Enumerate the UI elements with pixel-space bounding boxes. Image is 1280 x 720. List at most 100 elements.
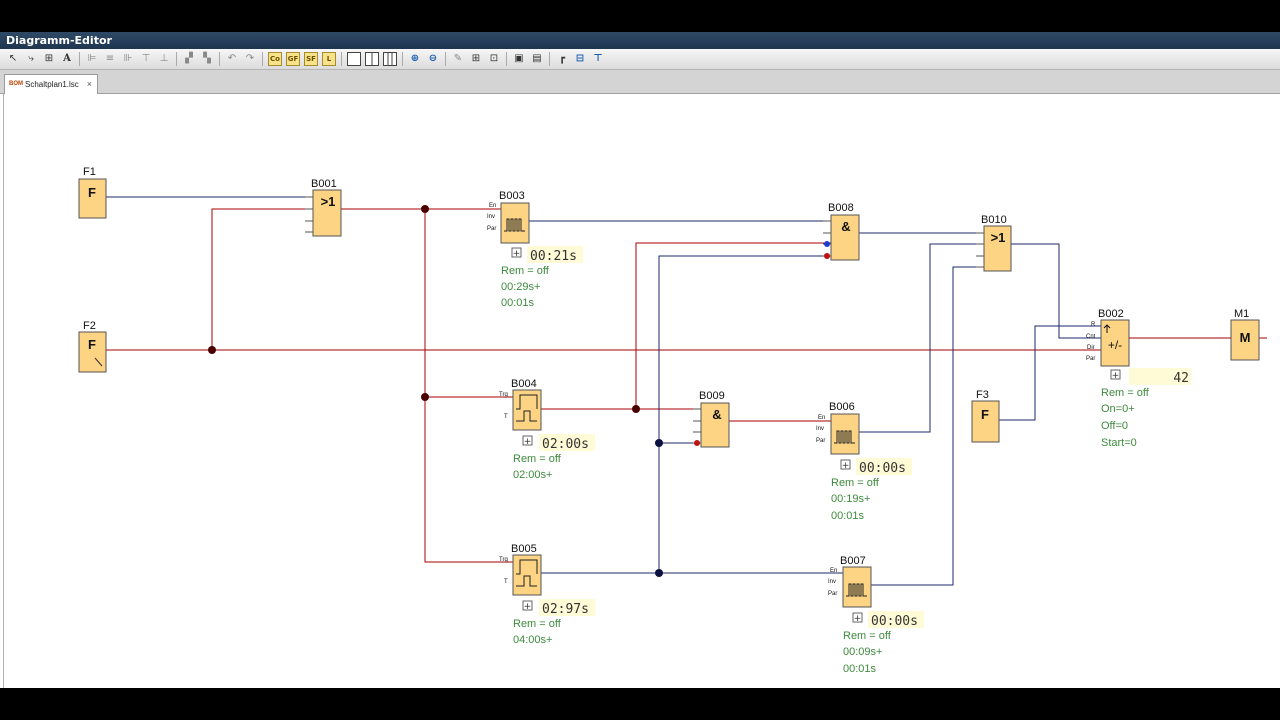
block-b004[interactable]: B004 Trg T + 02:00s Rem = off 02:00s+	[499, 378, 595, 481]
block-name: B007	[840, 555, 866, 567]
timer-value: 02:97s	[542, 602, 589, 617]
param-line: Rem = off	[831, 477, 880, 489]
block-name: B002	[1098, 308, 1124, 320]
toggle-grid-icon[interactable]: ⊞	[471, 53, 481, 64]
block-name: B003	[499, 190, 525, 202]
wire-b005-b008[interactable]	[658, 255, 831, 573]
online-test-icon[interactable]: ▤	[532, 53, 542, 64]
close-icon[interactable]: ×	[86, 79, 92, 89]
pin-label: Inv	[487, 214, 495, 220]
gf-block-button[interactable]: GF	[286, 52, 300, 66]
wire-b004-b008[interactable]	[635, 242, 831, 409]
sf-block-button[interactable]: SF	[304, 52, 318, 66]
pin-label: Dir	[1087, 345, 1095, 351]
block-b007[interactable]: B007 En Inv Par + 00:00s Rem = off 00:09…	[828, 555, 924, 675]
block-name: B005	[511, 543, 537, 555]
timer-value: 00:21s	[530, 249, 577, 264]
circuit-diagram-icon: BOM	[9, 81, 23, 87]
toolbar-separator	[176, 52, 177, 66]
connect-tool-icon[interactable]: ⤷	[28, 53, 34, 64]
pin-label: Par	[828, 591, 837, 597]
l-block-button[interactable]: L	[322, 52, 336, 66]
align-center-icon[interactable]: ≡	[105, 53, 115, 64]
split-middle-icon[interactable]: ⊟	[575, 53, 585, 64]
timer-value: 00:00s	[859, 461, 906, 476]
wire-b001-b005[interactable]	[424, 209, 513, 563]
simulation-icon[interactable]: ▣	[514, 53, 524, 64]
block-name: B008	[828, 202, 854, 214]
toolbar-separator	[341, 52, 342, 66]
block-b009[interactable]: B009 &	[693, 390, 730, 448]
pin-label: Trg	[499, 392, 508, 398]
expand-icon[interactable]	[522, 435, 533, 446]
pin-label: Trg	[499, 557, 508, 563]
expand-icon[interactable]	[852, 612, 863, 623]
wire-b007-b010[interactable]	[871, 266, 984, 586]
view-triple-icon[interactable]	[383, 52, 397, 66]
pin-label: Par	[1086, 356, 1095, 362]
wire-f3-b002[interactable]	[999, 325, 1101, 421]
param-line: 00:01s	[501, 297, 535, 309]
co-block-button[interactable]: Co	[268, 52, 282, 66]
wire-b006-b010[interactable]	[859, 243, 984, 433]
window-title: Diagramm-Editor	[0, 32, 1280, 49]
param-line: Rem = off	[843, 630, 892, 642]
block-symbol: &	[841, 219, 850, 234]
wire-b010-b002[interactable]	[1011, 243, 1101, 339]
block-m1[interactable]: M1 M	[1230, 308, 1260, 361]
zoom-in-icon[interactable]: ⊕	[410, 53, 420, 64]
block-name: B009	[699, 390, 725, 402]
block-name: B001	[311, 178, 337, 190]
pin-label: Inv	[828, 579, 836, 585]
block-name: B006	[829, 401, 855, 413]
param-line: Off=0	[1101, 420, 1128, 432]
pin-label: T	[504, 414, 508, 420]
block-f1[interactable]: F1 F	[78, 166, 107, 219]
pen-icon[interactable]: ✎	[453, 53, 463, 64]
expand-icon[interactable]	[511, 247, 522, 258]
zoom-out-icon[interactable]: ⊖	[428, 53, 438, 64]
pin-label: En	[818, 415, 825, 421]
block-b002[interactable]: B002 R Cnt Dir Par +/- + 42 Rem = off On…	[1086, 308, 1191, 449]
block-f2[interactable]: F2 F	[78, 320, 107, 373]
undo-icon[interactable]: ↶	[227, 53, 237, 64]
block-b010[interactable]: B010 >1	[976, 214, 1012, 272]
circuit-diagram[interactable]: F1 F F2 F F3 F M1 M	[4, 94, 1280, 688]
pin-label: Par	[487, 226, 496, 232]
expand-icon[interactable]	[840, 459, 851, 470]
diagram-canvas[interactable]: F1 F F2 F F3 F M1 M	[3, 94, 1280, 688]
pin-label: T	[504, 579, 508, 585]
expand-icon[interactable]	[1110, 369, 1121, 380]
expand-icon[interactable]	[522, 600, 533, 611]
toolbar-separator	[549, 52, 550, 66]
block-name: F3	[976, 389, 989, 401]
numeric-tool-icon[interactable]: ⊞	[44, 53, 54, 64]
block-b001[interactable]: B001 >1	[305, 178, 342, 237]
align-top-icon[interactable]: ⊤	[141, 53, 151, 64]
block-b005[interactable]: B005 Trg T + 02:97s Rem = off 04:00s+	[499, 543, 595, 646]
toggle-connectors-icon[interactable]: ⊡	[489, 53, 499, 64]
align-middle-icon[interactable]: ⊥	[159, 53, 169, 64]
view-double-icon[interactable]	[365, 52, 379, 66]
split-left-icon[interactable]: ┏	[558, 53, 566, 64]
ungroup-icon[interactable]: ▚	[203, 53, 211, 64]
select-tool-icon[interactable]: ↖	[8, 53, 18, 64]
svg-text:+: +	[854, 614, 862, 624]
tab-bar: BOM Schaltplan1.lsc ×	[0, 70, 1280, 94]
view-single-icon[interactable]	[347, 52, 361, 66]
diagram-editor-window: Diagramm-Editor ↖ ⤷ ⊞ A ⊫ ≡ ⊪ ⊤ ⊥ ▞ ▚ ↶ …	[0, 32, 1280, 688]
text-tool-icon[interactable]: A	[63, 53, 71, 64]
tab-schaltplan[interactable]: BOM Schaltplan1.lsc ×	[4, 74, 98, 94]
align-left-icon[interactable]: ⊫	[87, 53, 97, 64]
block-b008[interactable]: B008 &	[823, 202, 860, 261]
redo-icon[interactable]: ↷	[245, 53, 255, 64]
junctions	[208, 205, 663, 577]
align-right-icon[interactable]: ⊪	[123, 53, 133, 64]
split-right-icon[interactable]: ⊤	[593, 53, 603, 64]
block-f3[interactable]: F3 F	[971, 389, 1000, 443]
block-b003[interactable]: B003 En Inv Par + 00:21s Rem = off 00:29…	[487, 190, 583, 309]
wire-f2-b001[interactable]	[211, 208, 313, 350]
block-name: F2	[83, 320, 96, 332]
group-icon[interactable]: ▞	[185, 53, 193, 64]
block-b006[interactable]: B006 En Inv Par + 00:00s Rem = off 00:19…	[816, 401, 912, 522]
